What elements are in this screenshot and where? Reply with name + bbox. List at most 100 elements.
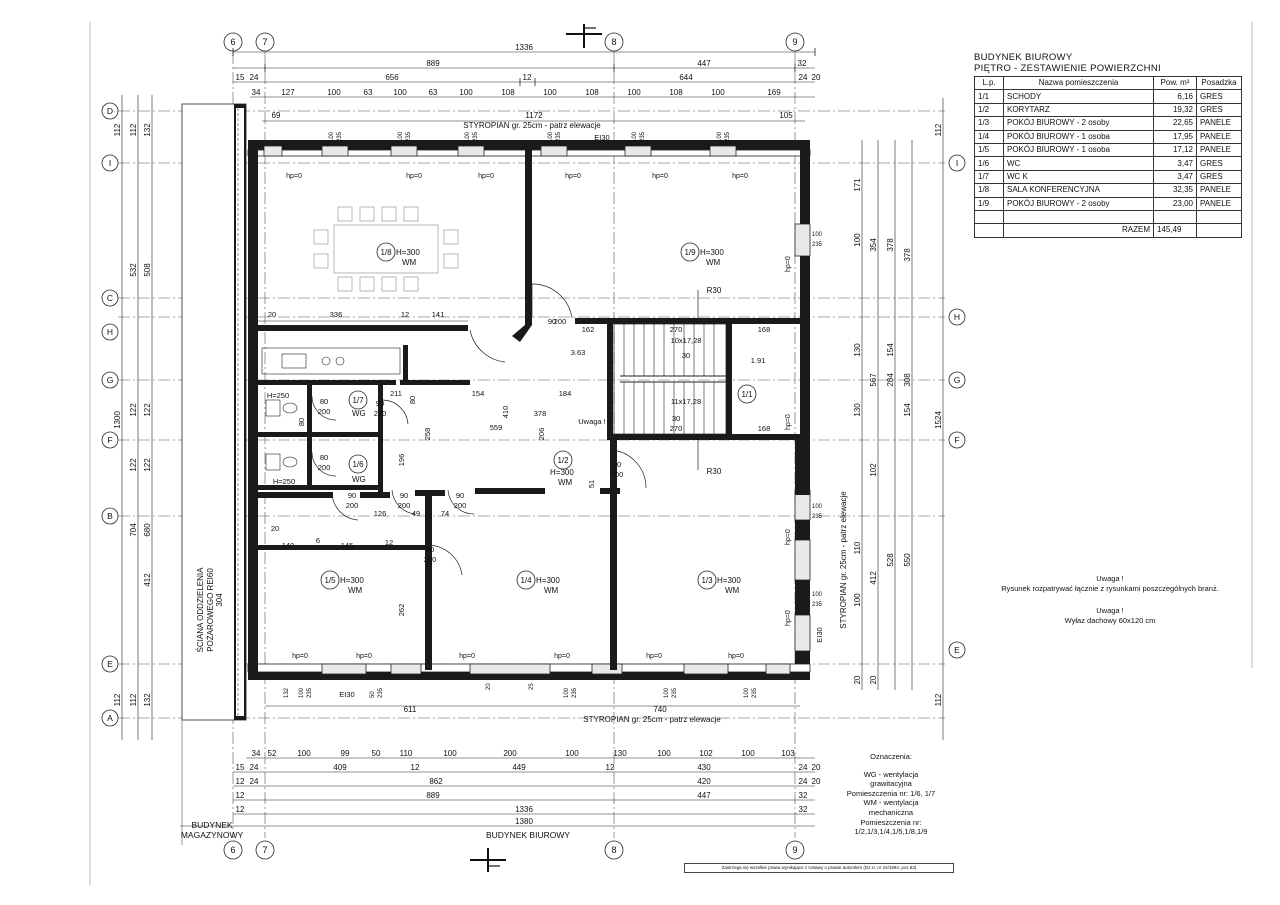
svg-text:B: B (107, 511, 113, 521)
svg-text:100: 100 (564, 687, 570, 698)
svg-text:12: 12 (236, 777, 245, 786)
svg-text:200: 200 (346, 501, 359, 510)
axis-label-7: 7 (262, 37, 267, 47)
svg-text:80: 80 (408, 396, 417, 404)
svg-text:F: F (107, 435, 112, 445)
dimensions-right: 1524 112 112 171 100 354 378 378 130 567… (853, 98, 944, 740)
svg-text:1172: 1172 (525, 111, 543, 120)
svg-text:24: 24 (799, 73, 808, 82)
svg-text:680: 680 (143, 523, 152, 537)
insulation-label-bottom: STYROPIAN gr. 25cm - patrz elewacje (583, 715, 721, 724)
svg-text:100: 100 (299, 687, 305, 698)
windows-top (263, 145, 737, 157)
svg-text:I: I (109, 158, 111, 168)
svg-text:528: 528 (886, 553, 895, 567)
room-1-8: 1/8 H=300 WM (376, 242, 420, 267)
r30-label-bottom: R30 (707, 467, 722, 476)
svg-text:20: 20 (869, 675, 878, 684)
svg-text:235: 235 (378, 687, 384, 698)
svg-text:10x17,28: 10x17,28 (671, 336, 702, 345)
svg-text:6: 6 (316, 536, 320, 545)
staircase (613, 323, 732, 435)
svg-text:50: 50 (370, 691, 376, 698)
svg-text:196: 196 (397, 454, 406, 467)
windows-right (794, 223, 811, 652)
r30-label-top: R30 (707, 286, 722, 295)
svg-text:24: 24 (799, 763, 808, 772)
svg-text:447: 447 (697, 791, 711, 800)
svg-text:12: 12 (236, 805, 245, 814)
svg-text:Uwaga !: Uwaga ! (578, 417, 606, 426)
svg-text:24: 24 (250, 73, 259, 82)
svg-text:63: 63 (364, 88, 373, 97)
doors (311, 283, 647, 576)
svg-text:30: 30 (682, 351, 690, 360)
svg-text:447: 447 (697, 59, 711, 68)
svg-text:hp=0: hp=0 (565, 173, 581, 180)
axis-label-7-bottom: 7 (262, 845, 267, 855)
svg-text:508: 508 (143, 263, 152, 277)
svg-text:hp=0: hp=0 (292, 653, 308, 660)
svg-text:354: 354 (869, 238, 878, 252)
svg-text:32: 32 (799, 791, 808, 800)
svg-text:110: 110 (400, 749, 413, 758)
svg-text:449: 449 (512, 763, 526, 772)
svg-text:G: G (954, 375, 961, 385)
note-1: Uwaga ! Rysunek rozpatrywać łącznie z ry… (970, 574, 1250, 594)
svg-text:hp=0: hp=0 (646, 653, 662, 660)
room-1-1: 1/1 (737, 384, 757, 404)
svg-text:80: 80 (320, 453, 328, 462)
svg-text:112: 112 (113, 123, 122, 136)
svg-text:262: 262 (397, 604, 406, 617)
svg-text:889: 889 (426, 59, 440, 68)
svg-text:100: 100 (664, 687, 670, 698)
svg-text:34: 34 (252, 88, 261, 97)
svg-text:100: 100 (393, 88, 407, 97)
warehouse-label-1: BUDYNEK (191, 820, 232, 830)
interior-walls (258, 150, 810, 670)
svg-text:20: 20 (853, 675, 862, 684)
svg-text:235: 235 (572, 687, 578, 698)
svg-text:168: 168 (758, 424, 771, 433)
svg-text:235: 235 (406, 131, 412, 142)
svg-text:hp=0: hp=0 (554, 653, 570, 660)
surface-schedule: BUDYNEK BIUROWY PIĘTRO - ZESTAWIENIE POW… (974, 52, 1242, 238)
svg-text:1/7: 1/7 (352, 396, 364, 405)
svg-text:122: 122 (129, 403, 138, 417)
svg-text:102: 102 (869, 463, 878, 477)
svg-text:hp=0: hp=0 (406, 173, 422, 180)
svg-text:11x17,28: 11x17,28 (671, 397, 701, 406)
svg-text:704: 704 (129, 523, 138, 537)
svg-text:100: 100 (812, 232, 823, 238)
svg-text:C: C (107, 293, 113, 303)
svg-text:122: 122 (129, 458, 138, 472)
section-marker-top (566, 24, 602, 48)
svg-text:90: 90 (400, 491, 408, 500)
svg-text:100: 100 (297, 749, 311, 758)
svg-text:20: 20 (268, 310, 276, 319)
svg-text:122: 122 (143, 403, 152, 417)
svg-text:32: 32 (799, 805, 808, 814)
svg-text:1524: 1524 (934, 411, 943, 429)
header-lp: L.p. (974, 75, 1004, 91)
svg-text:889: 889 (426, 791, 440, 800)
svg-text:hp=0: hp=0 (652, 173, 668, 180)
svg-text:WM: WM (706, 258, 721, 267)
svg-text:336: 336 (330, 310, 343, 319)
svg-text:130: 130 (853, 403, 862, 417)
svg-text:WM: WM (402, 258, 417, 267)
svg-text:235: 235 (556, 131, 562, 142)
svg-text:100: 100 (744, 687, 750, 698)
schedule-subtitle: PIĘTRO - ZESTAWIENIE POWIERZCHNI (974, 63, 1161, 74)
svg-text:100: 100 (548, 131, 554, 142)
svg-text:100: 100 (711, 88, 725, 97)
svg-text:100: 100 (443, 749, 457, 758)
svg-text:132: 132 (143, 123, 152, 137)
svg-text:100: 100 (812, 592, 823, 598)
svg-text:304: 304 (215, 593, 224, 607)
